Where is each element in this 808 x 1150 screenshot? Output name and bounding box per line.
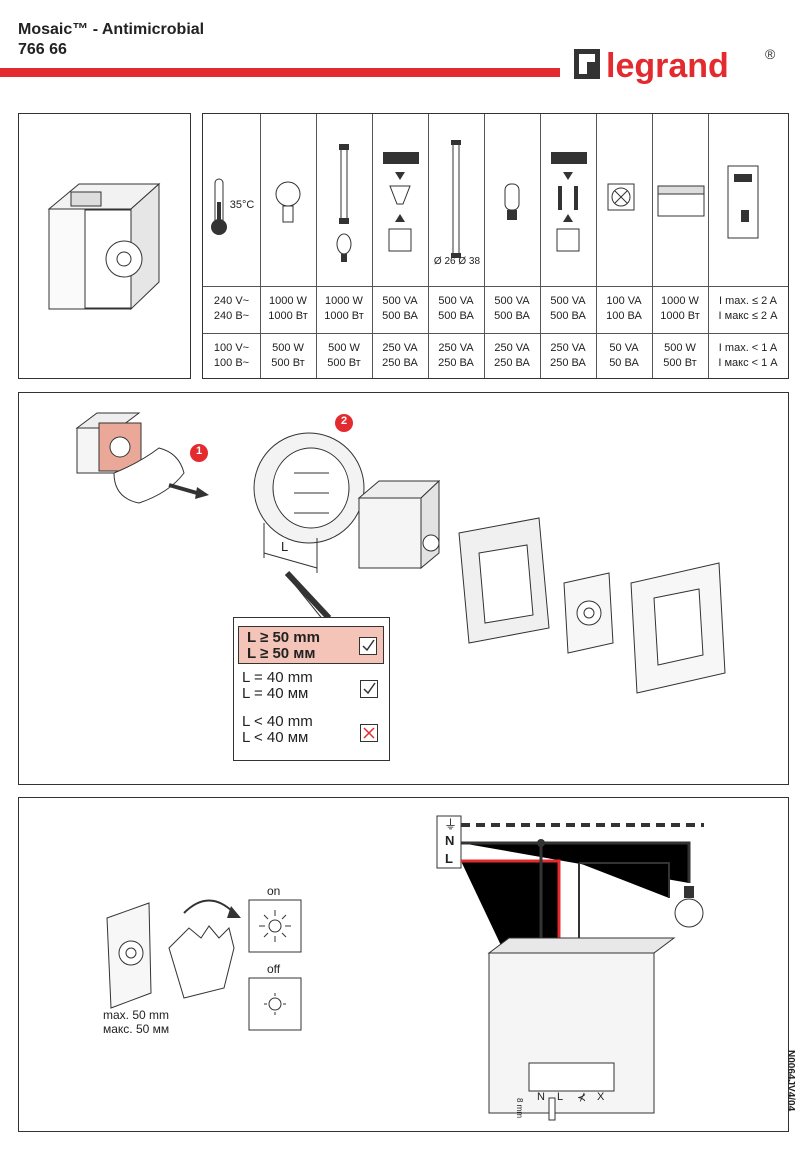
- option-50mm: L ≥ 50 mm L ≥ 50 мм: [238, 626, 384, 664]
- fan-icon: [607, 183, 635, 211]
- terminal-load: ⊀: [577, 1092, 587, 1104]
- compact-fluorescent-icon: [504, 183, 520, 220]
- light-on-icon: [259, 910, 291, 942]
- svg-text:®: ®: [765, 46, 776, 62]
- fluorescent-tube-icon: [451, 140, 461, 258]
- contactor-icon: [727, 165, 759, 239]
- installation-panel: L L ≥ 50 mm L ≥ 50 мм L = 40 mm L = 40 м…: [18, 392, 789, 785]
- product-reference: 766 66: [18, 41, 67, 58]
- voltage-cell-240: 240 V~240 В~: [213, 295, 250, 322]
- halogen-lamp-icon: [336, 144, 352, 262]
- heater-icon: [657, 185, 705, 217]
- cover-plate-illustration: [563, 572, 614, 654]
- wall-box-illustration: [253, 432, 365, 621]
- support-frame-illustration: [458, 517, 550, 644]
- option-40mm: L = 40 mm L = 40 мм: [234, 670, 384, 708]
- finishing-frame-illustration: [630, 562, 726, 694]
- wiring-diagram: [436, 815, 704, 1121]
- lamp-icon: [674, 898, 704, 928]
- voltage-cell-100: 100 V~100 В~: [213, 342, 250, 369]
- dimmer-mechanism-illustration: [357, 479, 441, 570]
- header-accent-bar: [0, 68, 560, 77]
- module-removal-illustration: [75, 412, 209, 504]
- check-icon: [359, 637, 377, 655]
- thermometer-icon: [211, 178, 227, 235]
- cross-icon: [360, 724, 378, 742]
- terminal-n: N: [537, 1091, 545, 1103]
- incandescent-bulb-icon: [275, 181, 301, 223]
- step-2-badge: [335, 414, 353, 432]
- operation-wiring-panel: on off max. 50 mm макс. 50 мм ⏚ N L N L …: [18, 797, 789, 1132]
- option-under-40mm: L < 40 mm L < 40 мм: [234, 714, 384, 752]
- gesture-distance-label: max. 50 mm макс. 50 мм: [103, 1008, 170, 1036]
- document-code: N0064JV4/04: [785, 1050, 796, 1112]
- step-1-badge: [190, 444, 208, 462]
- off-label: off: [267, 962, 281, 976]
- neutral-label: N: [445, 833, 455, 848]
- gesture-illustration: [106, 899, 241, 1009]
- product-image-panel: [18, 113, 191, 379]
- brand-logo: legrand ®: [572, 43, 782, 91]
- dimension-label: L: [281, 539, 289, 554]
- live-label: L: [445, 851, 453, 866]
- step-2-number: 2: [340, 415, 348, 427]
- earth-label: ⏚: [444, 817, 458, 832]
- tube-diameter-label: Ø 26 Ø 38: [433, 256, 481, 267]
- temperature-label: 35°C: [229, 199, 255, 211]
- brand-wordmark: legrand: [606, 47, 729, 85]
- check-icon: [360, 680, 378, 698]
- step-1-number: 1: [195, 445, 203, 457]
- electronic-transformer-icon: [383, 152, 419, 252]
- product-name: Mosaic™ - Antimicrobial: [18, 21, 205, 38]
- light-off-icon: [264, 993, 286, 1015]
- on-label: on: [267, 884, 281, 898]
- strip-length-label: 8 mm: [515, 1098, 524, 1118]
- terminal-l: L: [557, 1091, 564, 1103]
- document-title: Mosaic™ - Antimicrobial 766 66: [18, 20, 204, 60]
- terminal-x: X: [597, 1091, 605, 1103]
- ballast-cfl-icon: [551, 152, 587, 252]
- dimmer-module-icon: [47, 182, 161, 311]
- depth-requirements-box: L ≥ 50 mm L ≥ 50 мм L = 40 mm L = 40 мм …: [233, 617, 390, 761]
